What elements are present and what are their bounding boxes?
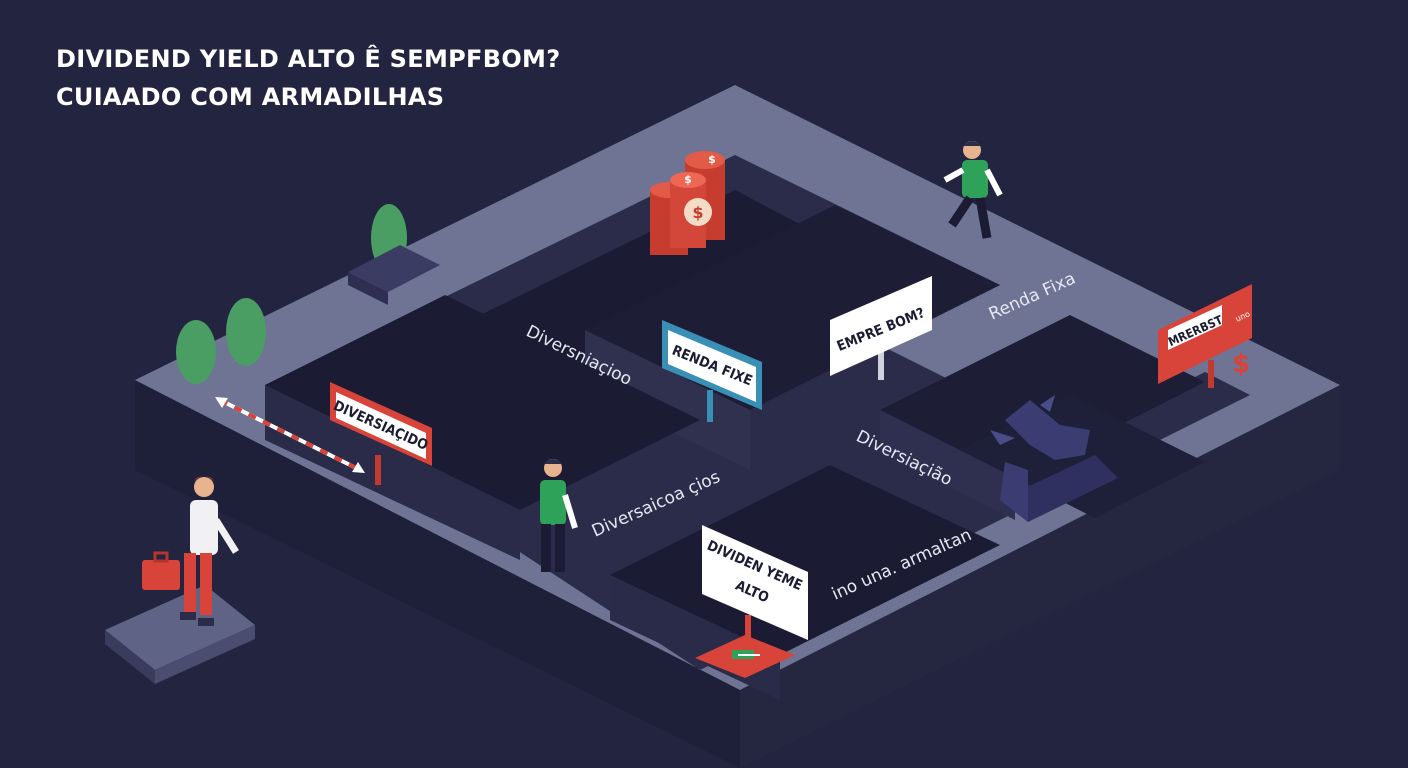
sign-mrerest: MRERBST uno $	[1158, 284, 1252, 388]
pit-right-wall	[880, 410, 1015, 520]
person-icon	[540, 459, 578, 572]
title-line-2: CUIAADO COM ARMADILHAS	[56, 83, 445, 111]
coin-symbol: $	[692, 203, 703, 222]
coin-symbol: $	[684, 173, 692, 186]
maze-path-surface	[135, 85, 1340, 690]
person-icon	[180, 476, 239, 626]
crate	[348, 245, 440, 292]
coin-stack-icon: $ $ $	[650, 151, 725, 255]
title-line-1: DIVIDEND YIELD ALTO Ê SEMPFBOM?	[56, 45, 561, 73]
barrier-arrow	[215, 397, 365, 473]
start-platform-top	[105, 585, 255, 670]
title-block: DIVIDEND YIELD ALTO Ê SEMPFBOM? CUIAADO …	[56, 40, 560, 116]
coin-symbol: $	[708, 153, 716, 166]
briefcase-icon	[142, 551, 180, 590]
person-icon	[943, 141, 1003, 239]
trap-icon	[695, 635, 795, 678]
maze-front-left-wall	[135, 380, 740, 768]
start-platform-front	[155, 625, 255, 684]
maze-front-right-wall	[740, 385, 1340, 768]
bear-icon	[990, 395, 1118, 522]
pit-lower	[610, 465, 1000, 655]
pit-center-wall	[585, 330, 750, 470]
pit-lower-left-wall	[265, 385, 520, 560]
pit-right	[880, 315, 1205, 478]
crate-front	[348, 272, 388, 305]
pit-upper	[460, 190, 830, 375]
start-platform-side	[105, 630, 155, 684]
dollar-glyph: $	[1232, 349, 1250, 379]
tree-icon	[226, 298, 266, 366]
tree-icon	[176, 320, 216, 384]
pit-lower-left	[265, 295, 700, 510]
